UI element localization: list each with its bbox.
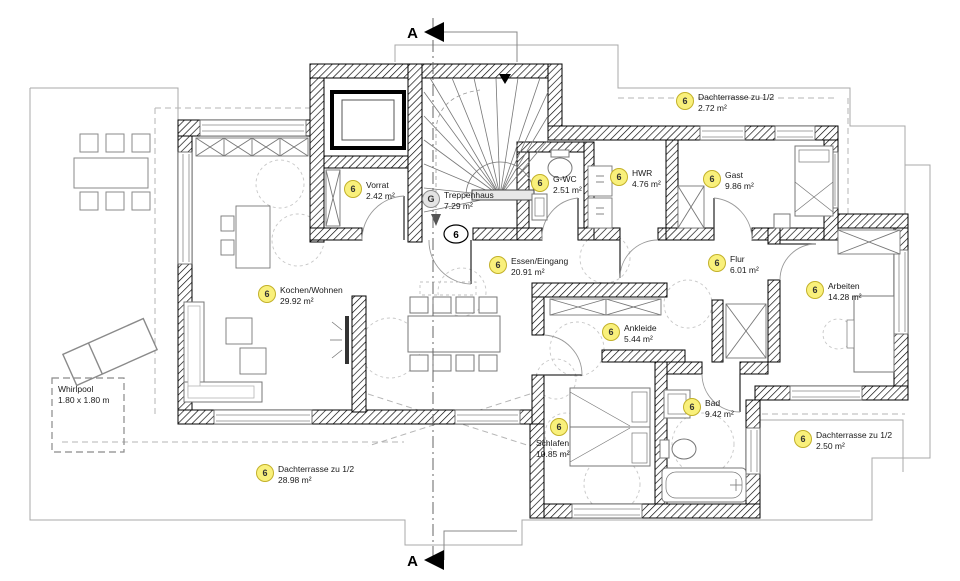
level-bubble-text: 6: [453, 230, 459, 241]
room-name: Essen/Eingang: [511, 256, 569, 266]
shaft: [330, 90, 406, 150]
level-badge: 6: [676, 92, 694, 110]
pendant-light: [419, 281, 477, 296]
bed-double-schlafen: [569, 387, 651, 467]
room-area: 2.50 m²: [816, 440, 845, 451]
level-badge: 6: [531, 174, 549, 192]
room-name: Gast: [725, 170, 743, 180]
room-area: 9.42 m²: [705, 408, 734, 419]
room-name: Dachterrasse zu 1/2: [816, 430, 893, 440]
level-badge: 6: [258, 285, 276, 303]
room-area: 10.85 m²: [536, 448, 570, 459]
dining-table: [407, 296, 501, 372]
bathtub: [661, 467, 747, 503]
room-area: 2.72 m²: [698, 102, 727, 113]
room-area: 2.42 m²: [366, 190, 395, 201]
section-marker-bottom: [424, 550, 444, 570]
room-area: 28.98 m²: [278, 474, 312, 485]
whirlpool-label: Whirlpool 1.80 x 1.80 m: [58, 384, 110, 406]
bed-single-gast: [773, 145, 834, 229]
side-tables: [225, 317, 267, 375]
level-bubble: [443, 224, 469, 244]
room-area: 20.91 m²: [511, 266, 545, 277]
room-name: Dachterrasse zu 1/2: [698, 92, 775, 102]
section-line: A A 6: [407, 18, 518, 570]
toilet-bad: [659, 438, 697, 460]
section-label-bottom: A: [407, 553, 418, 570]
room-area: 7.29 m²: [444, 200, 473, 211]
room-name: Ankleide: [624, 323, 657, 333]
level-badge: 6: [256, 464, 274, 482]
room-name: Schlafen: [536, 438, 570, 448]
windows: [177, 119, 909, 519]
whirlpool-name: Whirlpool: [58, 384, 94, 394]
level-badge: 6: [602, 323, 620, 341]
room-area: 5.44 m²: [624, 333, 653, 344]
level-badge: 6: [703, 170, 721, 188]
washbasin-gwc: [531, 193, 548, 221]
whirlpool-outline: [51, 377, 125, 453]
wardrobes: [325, 169, 901, 359]
room-area: 9.86 m²: [725, 180, 754, 191]
room-name: HWR: [632, 168, 653, 178]
sofa: [183, 301, 263, 403]
hwr-shelves: [587, 165, 613, 229]
whirlpool-dims: 1.80 x 1.80 m: [58, 395, 110, 406]
room-name: Bad: [705, 398, 721, 408]
terrace-boundary: [29, 44, 931, 546]
stairs: [423, 74, 549, 226]
section-marker-top: [424, 22, 444, 42]
room-area: 29.92 m²: [280, 295, 314, 306]
room-name: Dachterrasse zu 1/2: [278, 464, 355, 474]
level-badge: 6: [550, 418, 568, 436]
level-badge: 6: [489, 256, 507, 274]
room-name: Arbeiten: [828, 281, 860, 291]
section-label-top: A: [407, 25, 418, 42]
level-badge: 6: [708, 254, 726, 272]
room-name: Flur: [730, 254, 745, 264]
level-badge: 6: [610, 168, 628, 186]
level-badge: 6: [683, 398, 701, 416]
room-name: Treppenhaus: [444, 190, 494, 200]
level-badge: 6: [344, 180, 362, 198]
sun-lounger: [61, 317, 159, 387]
room-area: 14.28 m²: [828, 291, 862, 302]
stairs-badge: G: [422, 190, 440, 208]
outdoor-dining-set: [73, 133, 151, 211]
level-badge: 6: [806, 281, 824, 299]
room-name: G-WC: [553, 174, 577, 184]
room-name: Kochen/Wohnen: [280, 285, 343, 295]
room-name: Vorrat: [366, 180, 389, 190]
level-badge: 6: [794, 430, 812, 448]
tv: [330, 316, 349, 364]
room-area: 4.76 m²: [632, 178, 661, 189]
kitchen-cabinets: [195, 137, 309, 157]
room-area: 6.01 m²: [730, 264, 759, 275]
desk-arbeiten: [846, 295, 895, 373]
room-area: 2.51 m²: [553, 184, 582, 195]
doors: [361, 195, 817, 413]
toilet-gwc: [547, 149, 573, 179]
kitchen-island: [220, 205, 271, 269]
